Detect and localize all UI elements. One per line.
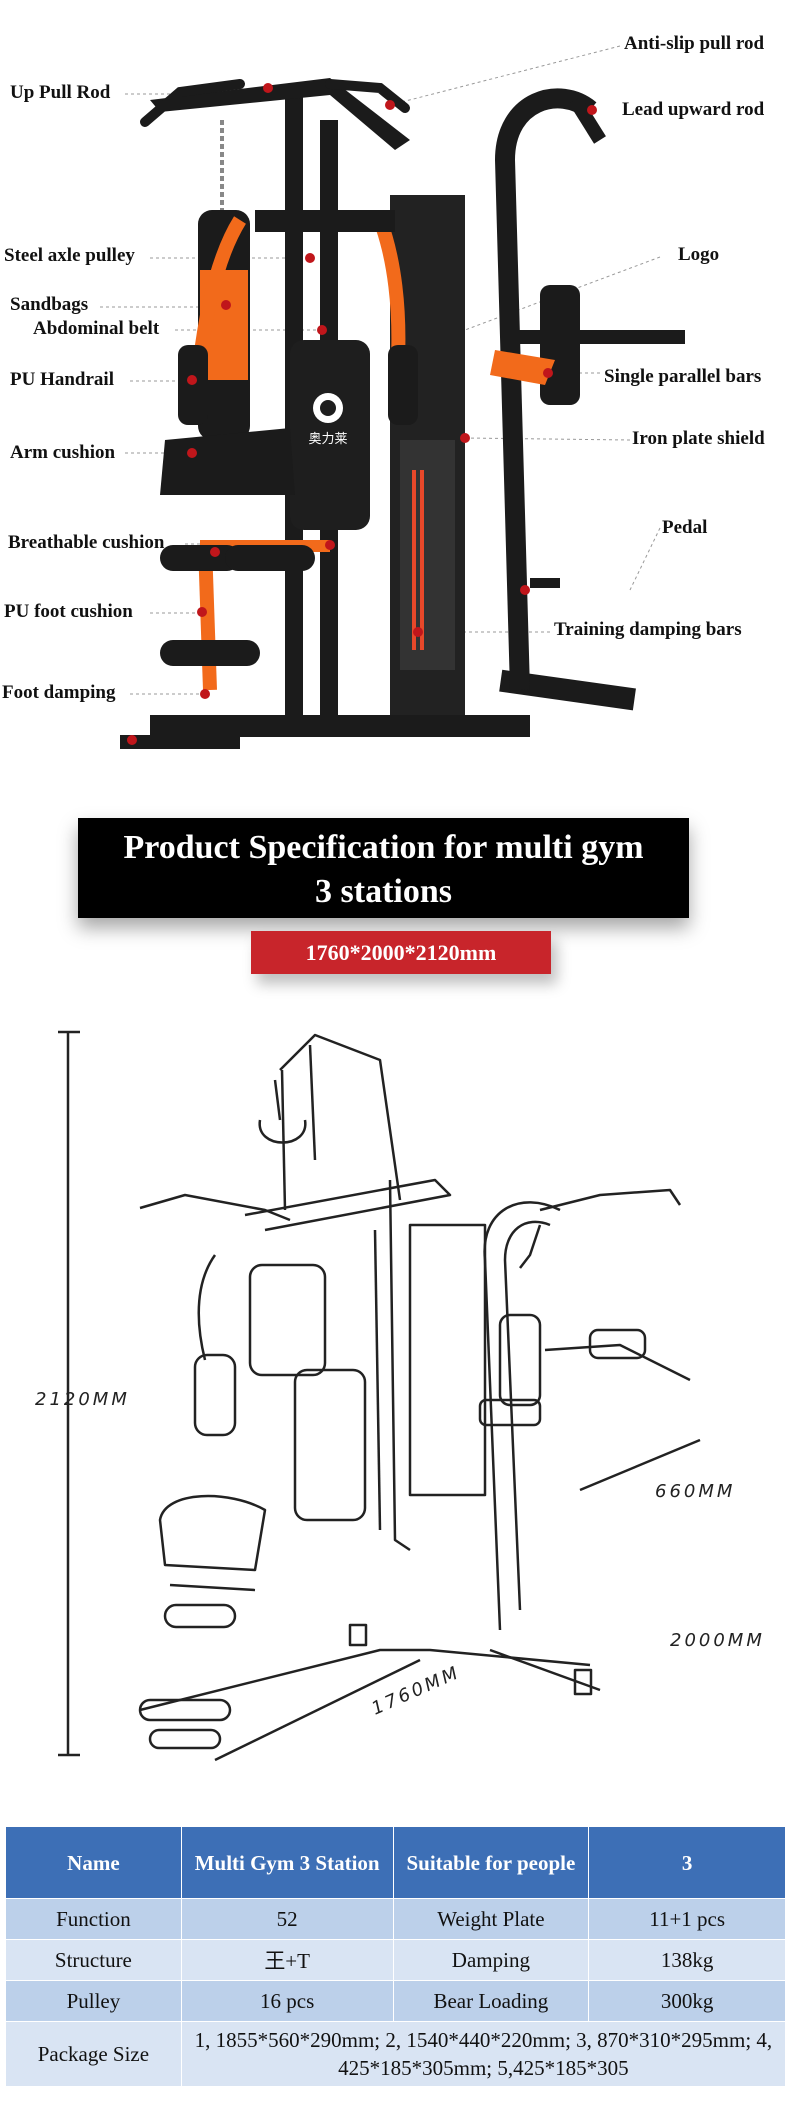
- spec-cell: Weight Plate: [392, 1898, 590, 1940]
- spec-header-cell: Name: [5, 1826, 182, 1899]
- spec-header-row: Name Multi Gym 3 Station Suitable for pe…: [5, 1826, 786, 1899]
- spec-header-cell: Suitable for people: [392, 1826, 590, 1899]
- line-drawing: 2120MM 660MM 2000MM 1760MM: [35, 1030, 765, 1762]
- callout-arm-cushion: Arm cushion: [10, 442, 116, 463]
- spec-package-value: 1, 1855*560*290mm; 2, 1540*440*220mm; 3,…: [180, 2021, 787, 2087]
- brand-logo-text: 奥力莱: [308, 432, 347, 447]
- spec-title-line2: 3 stations: [315, 873, 452, 910]
- callout-lead-upward-rod: Lead upward rod: [622, 99, 765, 120]
- spec-title-line1: Product Specification for multi gym: [123, 829, 644, 866]
- product-photo: 奥力莱: [100, 45, 685, 749]
- spec-row: Pulley 16 pcs Bear Loading 300kg: [5, 1980, 786, 2022]
- spec-cell: Function: [5, 1898, 182, 1940]
- spec-table: Name Multi Gym 3 Station Suitable for pe…: [5, 1826, 787, 2087]
- callout-steel-axle-pulley: Steel axle pulley: [4, 245, 135, 266]
- callout-pu-foot-cushion: PU foot cushion: [4, 601, 133, 622]
- spec-header-cell: 3: [588, 1826, 786, 1899]
- callout-training-damping-bars: Training damping bars: [554, 619, 742, 640]
- spec-cell: Structure: [5, 1939, 182, 1981]
- dimensions-badge: 1760*2000*2120mm: [251, 931, 551, 974]
- drawing-width-a-label: 2000MM: [670, 1630, 765, 1651]
- callout-anti-slip-pull-rod: Anti-slip pull rod: [624, 33, 765, 54]
- callout-abdominal-belt: Abdominal belt: [33, 318, 160, 339]
- callout-foot-damping: Foot damping: [2, 682, 116, 703]
- spec-title-bar: Product Specification for multi gym 3 st…: [78, 818, 689, 918]
- spec-cell: 王+T: [180, 1939, 394, 1981]
- drawing-width-b-label: 1760MM: [368, 1662, 463, 1720]
- callout-pu-handrail: PU Handrail: [10, 369, 114, 390]
- spec-cell: Pulley: [5, 1980, 182, 2022]
- spec-header-cell: Multi Gym 3 Station: [180, 1826, 394, 1899]
- spec-cell: 138kg: [588, 1939, 786, 1981]
- drawing-depth-label: 660MM: [655, 1481, 735, 1502]
- spec-cell: 300kg: [588, 1980, 786, 2022]
- spec-row: Structure 王+T Damping 138kg: [5, 1939, 786, 1981]
- callout-breathable-cushion: Breathable cushion: [8, 532, 165, 553]
- callout-single-parallel-bars: Single parallel bars: [604, 366, 762, 387]
- callout-sandbags: Sandbags: [10, 294, 89, 315]
- spec-cell: Bear Loading: [392, 1980, 590, 2022]
- callout-pedal: Pedal: [662, 517, 708, 538]
- spec-cell: 11+1 pcs: [588, 1898, 786, 1940]
- callout-logo: Logo: [678, 244, 720, 265]
- spec-row: Function 52 Weight Plate 11+1 pcs: [5, 1898, 786, 1940]
- callout-iron-plate-shield: Iron plate shield: [632, 428, 765, 449]
- spec-cell: 16 pcs: [180, 1980, 394, 2022]
- callout-up-pull-rod: Up Pull Rod: [10, 82, 111, 103]
- drawing-height-label: 2120MM: [35, 1389, 130, 1410]
- spec-row-package: Package Size 1, 1855*560*290mm; 2, 1540*…: [5, 2021, 787, 2087]
- spec-cell: 52: [180, 1898, 394, 1940]
- spec-package-label: Package Size: [5, 2021, 182, 2087]
- spec-cell: Damping: [392, 1939, 590, 1981]
